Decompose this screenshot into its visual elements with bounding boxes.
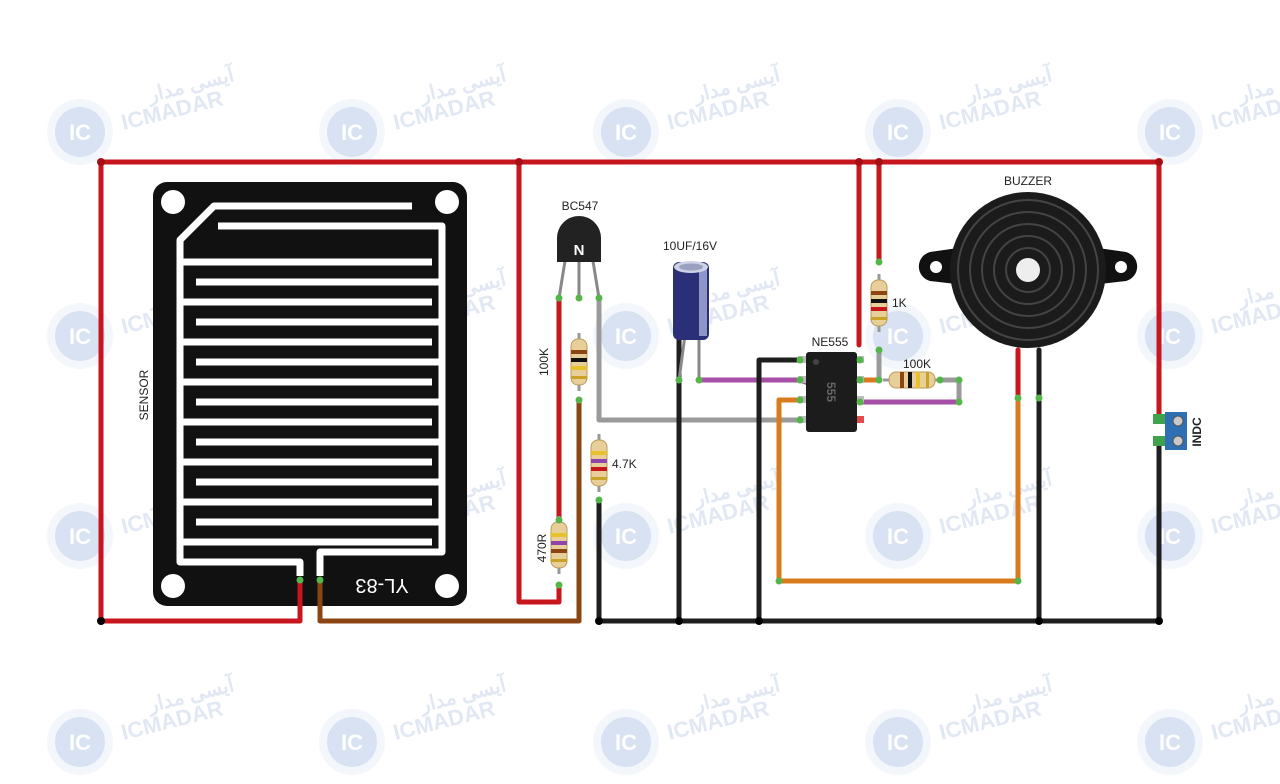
resistor-100k-base	[570, 333, 588, 391]
resistor-4k7	[590, 434, 608, 492]
power-terminal	[1153, 412, 1187, 450]
svg-text:IC: IC	[69, 524, 91, 549]
buzzer	[918, 192, 1138, 348]
transistor-type-label: N	[574, 242, 585, 259]
transistor-bc547: N	[557, 216, 601, 299]
resistor-100k-ic-label: 100K	[903, 357, 931, 371]
rain-sensor-board: YL-83	[153, 182, 467, 606]
svg-text:IC: IC	[1159, 524, 1181, 549]
resistor-100k-ic	[883, 371, 941, 389]
capacitor-label: 10UF/16V	[663, 239, 717, 253]
svg-text:IC: IC	[615, 120, 637, 145]
svg-text:IC: IC	[341, 730, 363, 755]
svg-text:IC: IC	[69, 120, 91, 145]
power-terminal-label: INDC	[1190, 417, 1204, 447]
svg-text:IC: IC	[887, 120, 909, 145]
ne555-chip: 555	[798, 352, 864, 432]
capacitor-10uf	[673, 261, 709, 381]
buzzer-label: BUZZER	[1004, 174, 1052, 188]
svg-text:IC: IC	[69, 730, 91, 755]
svg-text:IC: IC	[887, 524, 909, 549]
resistor-470-label: 470R	[535, 533, 549, 562]
svg-text:IC: IC	[69, 324, 91, 349]
svg-text:IC: IC	[1159, 324, 1181, 349]
resistor-4k7-label: 4.7K	[612, 457, 637, 471]
resistor-470	[550, 516, 568, 574]
svg-text:IC: IC	[615, 324, 637, 349]
svg-text:IC: IC	[615, 524, 637, 549]
sensor-model-label: YL-83	[355, 574, 408, 596]
ic-label: NE555	[812, 335, 849, 349]
resistor-1k	[870, 274, 888, 332]
junction-dots	[97, 158, 1163, 625]
resistors	[550, 274, 941, 574]
svg-text:IC: IC	[887, 730, 909, 755]
svg-text:IC: IC	[1159, 120, 1181, 145]
sensor-label: SENSOR	[137, 369, 151, 420]
ic-marking: 555	[824, 382, 838, 402]
transistor-label: BC547	[562, 199, 599, 213]
svg-text:IC: IC	[615, 730, 637, 755]
svg-text:IC: IC	[1159, 730, 1181, 755]
svg-text:IC: IC	[887, 324, 909, 349]
resistor-1k-label: 1K	[892, 296, 907, 310]
resistor-100k-base-label: 100K	[537, 348, 551, 376]
svg-text:IC: IC	[341, 120, 363, 145]
